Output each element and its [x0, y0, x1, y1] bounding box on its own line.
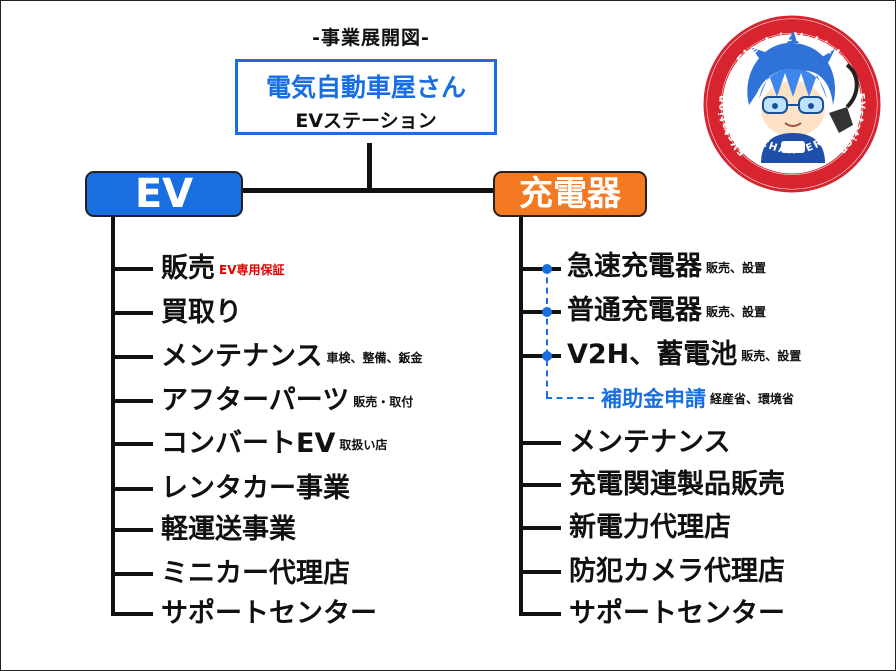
charger-branch — [519, 570, 561, 574]
ev-trunk — [111, 217, 115, 615]
company-box: 電気自動車屋さん EVステーション — [235, 59, 497, 135]
charger-item: メンテナンス — [569, 427, 731, 458]
ev-item: サポートセンター — [161, 598, 377, 629]
connector-horizontal — [243, 188, 495, 193]
ev-branch — [111, 311, 153, 315]
ev-branch — [111, 267, 153, 271]
company-name: 電気自動車屋さん — [265, 73, 466, 102]
company-subtitle: EVステーション — [295, 110, 437, 132]
branch-dot — [542, 264, 552, 274]
diagram-title: -事業展開図- — [312, 27, 430, 49]
charger-branch — [519, 267, 561, 271]
charger-item: サポートセンター — [569, 598, 785, 629]
evstation-logo: ElectricVehicle EVstation EVstation CHAR… — [701, 13, 883, 195]
ev-branch — [111, 487, 153, 491]
charger-branch — [519, 526, 561, 530]
charger-item: 普通充電器販売、設置 — [567, 295, 767, 326]
charger-item: 新電力代理店 — [569, 512, 731, 543]
charger-branch — [519, 310, 561, 314]
ev-branch — [111, 528, 153, 532]
ev-item: 軽運送事業 — [161, 514, 296, 545]
connector-vertical-top — [367, 143, 372, 191]
ev-item: アフターパーツ販売・取付 — [161, 385, 414, 416]
ev-branch — [111, 442, 153, 446]
category-charger: 充電器 — [493, 171, 647, 217]
charger-branch — [519, 441, 561, 445]
charger-item: V2H、蓄電池販売、設置 — [567, 339, 802, 370]
ev-item: メンテナンス車検、整備、鈑金 — [161, 341, 423, 372]
ev-branch — [111, 355, 153, 359]
branch-dot — [542, 307, 552, 317]
ev-branch — [111, 612, 153, 616]
charger-branch — [519, 483, 561, 487]
charger-item: 充電関連製品販売 — [569, 469, 785, 500]
logo-badge-icon: ElectricVehicle EVstation EVstation CHAR… — [703, 15, 881, 193]
star-icon: ★ — [851, 126, 859, 136]
category-ev: EV — [85, 171, 243, 217]
charger-branch — [519, 354, 561, 358]
charger-item: 防犯カメラ代理店 — [569, 556, 785, 587]
star-icon: ★ — [723, 126, 731, 136]
subsidy-application: 補助金申請経産省、環境省 — [601, 387, 795, 411]
charger-item: 急速充電器販売、設置 — [567, 251, 767, 282]
charger-subtree-dashed-line — [546, 267, 548, 397]
subsidy-dashed-line — [546, 397, 594, 399]
branch-dot — [542, 351, 552, 361]
ev-branch — [111, 399, 153, 403]
charger-branch — [519, 612, 561, 616]
ev-branch — [111, 572, 153, 576]
ev-item: 買取り — [161, 297, 242, 328]
charger-trunk — [519, 217, 523, 615]
ev-item: ミニカー代理店 — [161, 558, 350, 589]
ev-item: レンタカー事業 — [161, 473, 350, 504]
